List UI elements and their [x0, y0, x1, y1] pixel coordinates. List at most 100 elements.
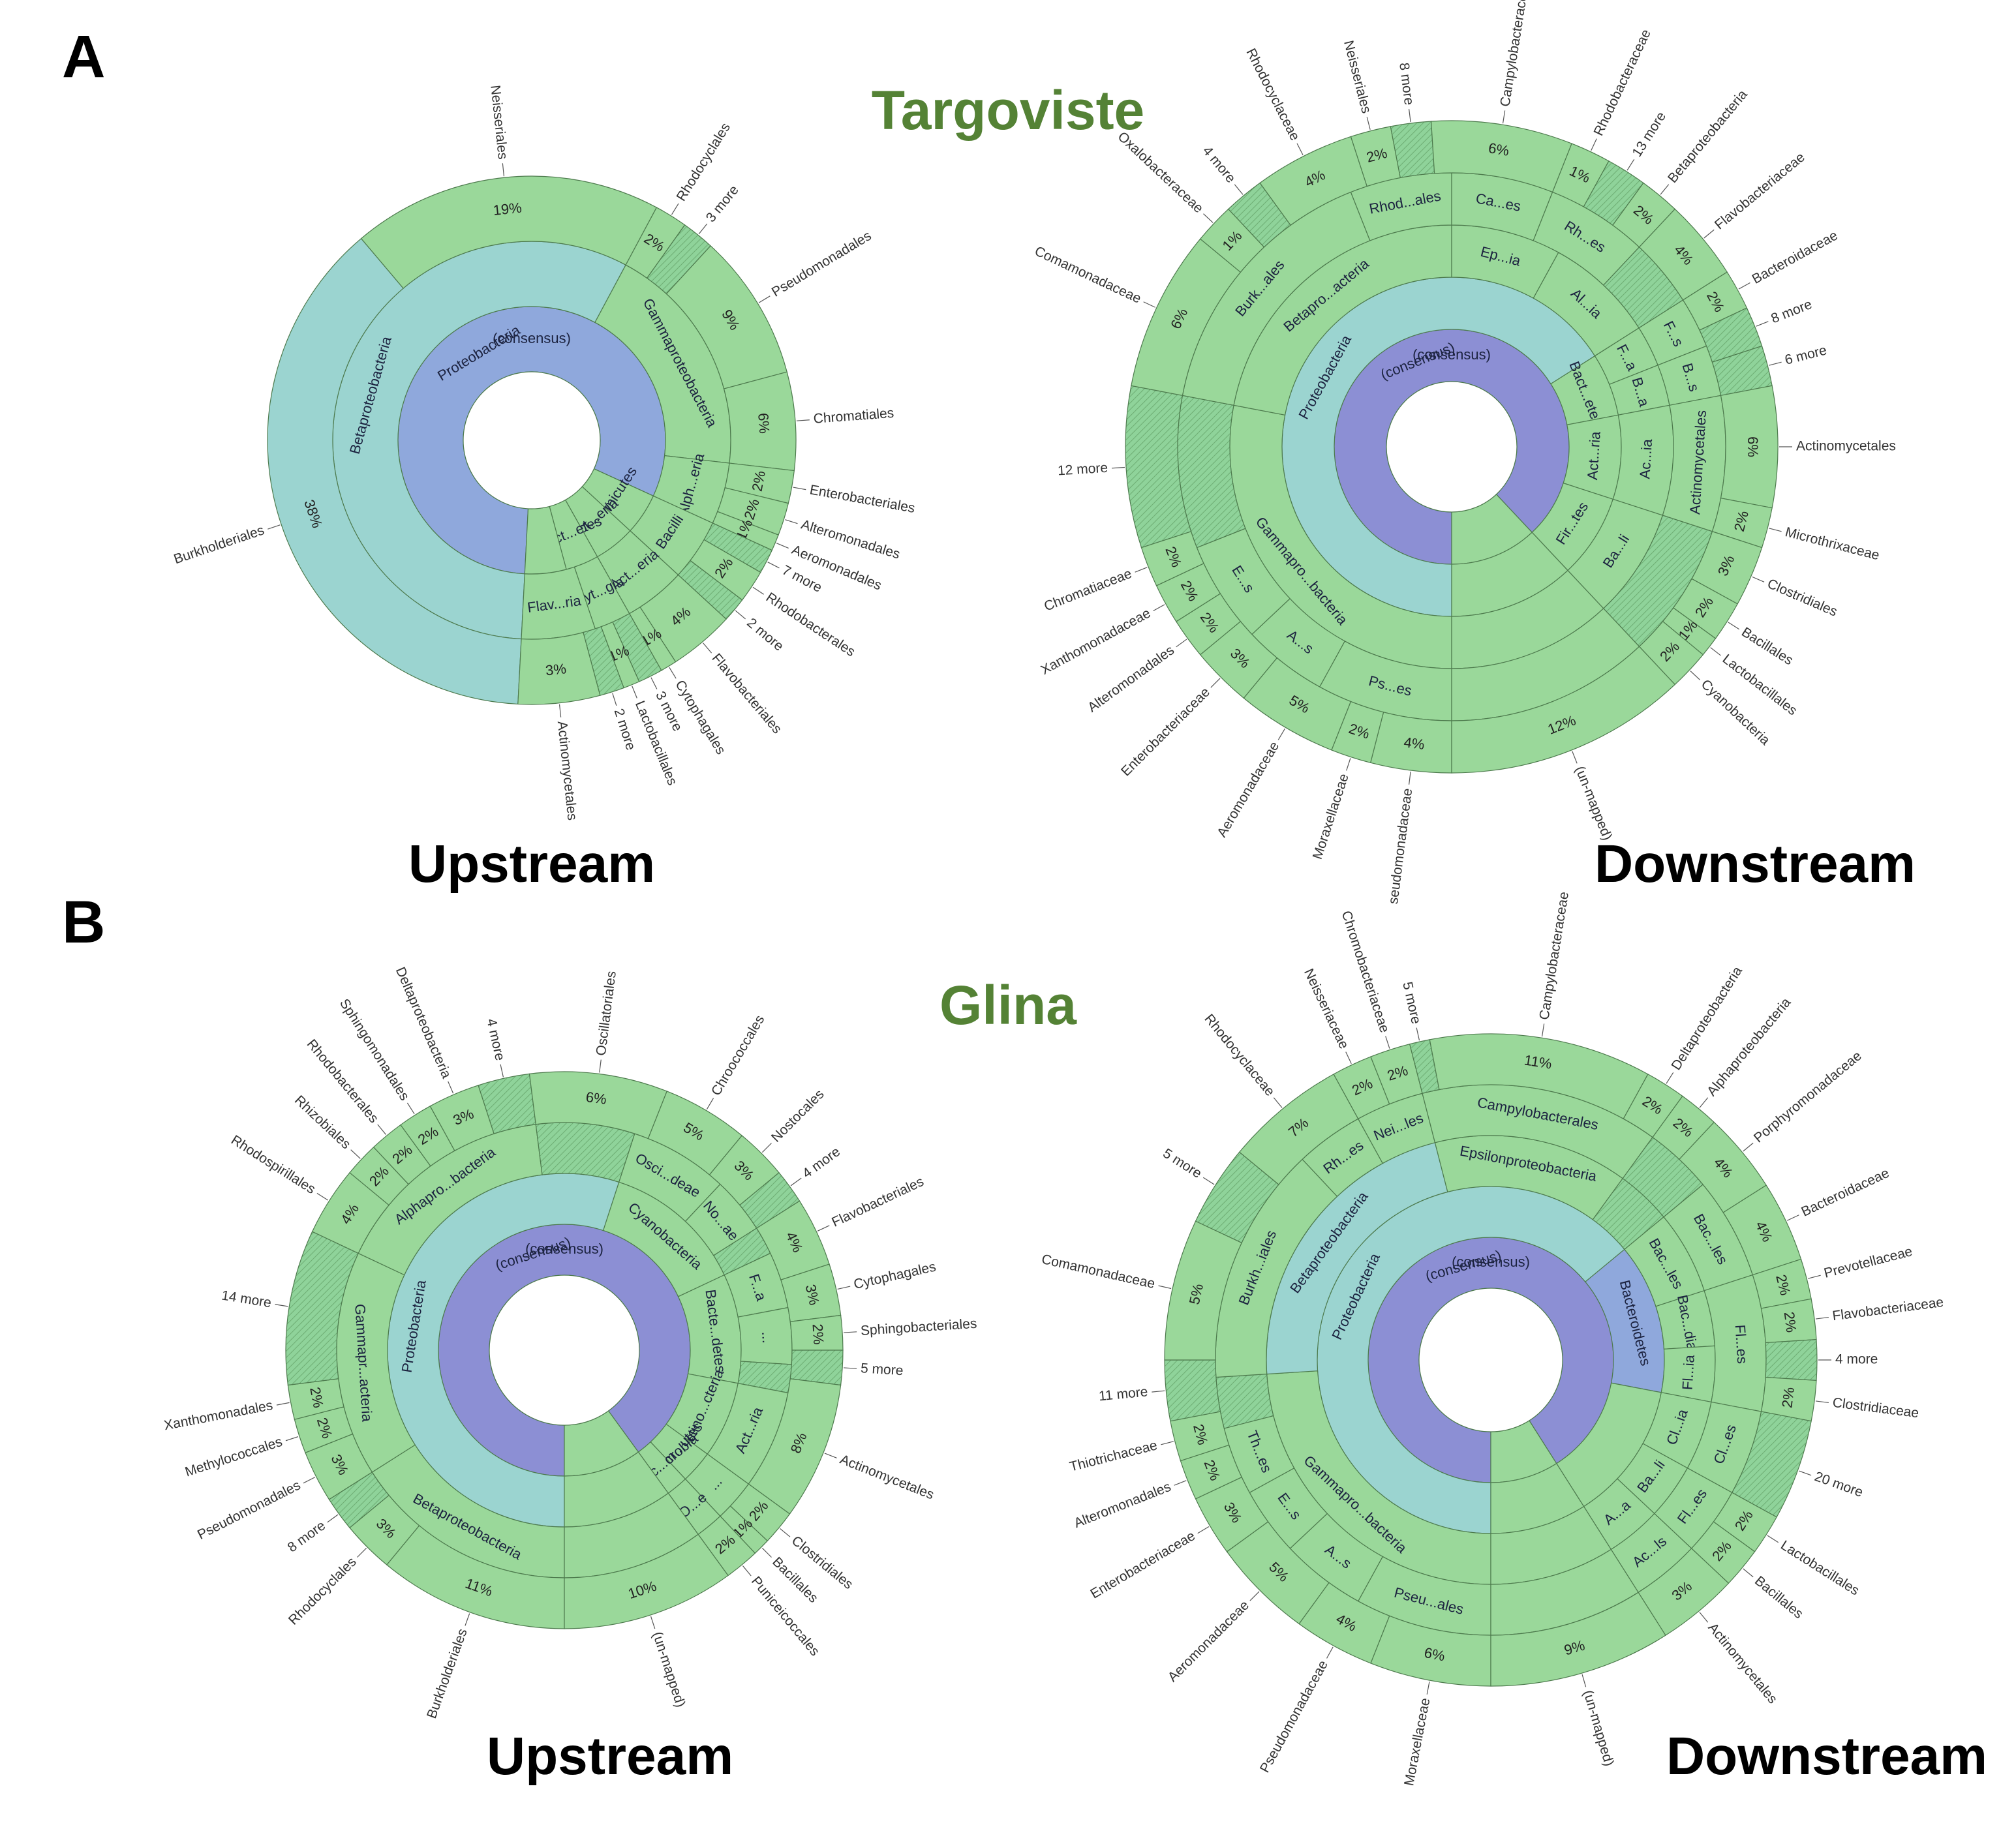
leader-line: [612, 693, 617, 706]
chart-title-b-downstream: Downstream: [1666, 1727, 1987, 1786]
taxon-label-5-more: 5 more: [860, 1361, 904, 1378]
taxon-label-methylococcales: Methylococcales: [183, 1434, 284, 1480]
ring-label-fl-es: Fl...es: [1732, 1324, 1751, 1364]
wedge-order-actinomycetales[interactable]: [517, 631, 601, 705]
leader-line: [1743, 1142, 1754, 1152]
taxon-label-2-more: 2 more: [744, 615, 786, 654]
wedge-order-burkholderiales[interactable]: [267, 237, 522, 705]
leader-line: [767, 562, 780, 569]
taxon-label-porphyromonadaceae: Porphyromonadaceae: [1751, 1048, 1865, 1145]
taxon-label-flavobacteriaceae: Flavobacteriaceae: [1831, 1295, 1944, 1323]
taxon-label-burkholderiales: Burkholderiales: [424, 1627, 470, 1721]
leader-line: [669, 667, 677, 679]
value-label-enterobacteriales: 2%: [749, 470, 769, 493]
taxon-label-xanthomonadales: Xanthomonadales: [162, 1398, 274, 1433]
leader-line: [1728, 622, 1740, 630]
taxon-label-prevotellaceae: Prevotellaceae: [1822, 1244, 1914, 1281]
taxon-label-chromobacteriaceae: Chromobacteriaceae: [1339, 909, 1392, 1035]
wedge-order-un-mapped[interactable]: [564, 1533, 729, 1629]
chart-title-a-downstream: Downstream: [1595, 834, 1916, 894]
taxon-label-2-more: 2 more: [611, 707, 639, 752]
leader-line: [1273, 1097, 1283, 1108]
wedge-class-segment[interactable]: [535, 1122, 635, 1183]
leader-line: [1769, 361, 1782, 366]
taxon-label-chromatiaceae: Chromatiaceae: [1042, 566, 1134, 614]
leader-line: [1756, 321, 1769, 327]
leader-line: [780, 1528, 791, 1537]
leader-line: [1176, 639, 1187, 648]
leader-line: [267, 524, 281, 530]
leader-line: [1408, 109, 1411, 123]
taxon-label-betaproteobacteria: Betaproteobacteria: [1665, 87, 1750, 186]
taxon-label-13-more: 13 more: [1629, 109, 1669, 159]
taxon-label-oscillatoriales: Oscillatoriales: [594, 970, 619, 1057]
taxon-label-deltaproteobacteria: Deltaproteobacteria: [393, 965, 454, 1081]
taxon-label-bacteroidaceae: Bacteroidaceae: [1750, 228, 1840, 286]
taxon-label-un-mapped: (un-mapped): [1580, 1689, 1617, 1768]
wedge-family-11-more[interactable]: [1164, 1359, 1221, 1422]
taxon-label-alteromonadales: Alteromonadales: [1072, 1479, 1173, 1531]
taxon-label-enterobacteriaceae: Enterobacteriaceae: [1118, 685, 1213, 779]
leader-line: [1174, 1480, 1187, 1486]
taxon-label-moraxellaceae: Moraxellaceae: [1401, 1697, 1433, 1787]
leader-line: [1158, 1285, 1172, 1290]
taxon-label-clostridiaceae: Clostridiaceae: [1832, 1395, 1920, 1421]
leader-line: [785, 519, 798, 524]
panel-letter-a: A: [62, 23, 105, 90]
taxon-label-enterobacteriales: Enterobacteriales: [808, 482, 916, 516]
taxon-label-14-more: 14 more: [221, 1288, 273, 1310]
ring-label-segment: ...: [759, 1331, 776, 1344]
taxon-label-rhodobacteraceae: Rhodobacteraceae: [1591, 27, 1654, 138]
leader-line: [698, 223, 708, 235]
value-label-actinomycetales: 6%: [1745, 436, 1761, 457]
leader-line: [761, 1143, 772, 1153]
leader-line: [1710, 647, 1721, 656]
taxon-label-8-more: 8 more: [1396, 62, 1416, 106]
leader-line: [650, 1616, 656, 1629]
taxon-label-chromatiales: Chromatiales: [813, 406, 894, 427]
taxon-label-bacillales: Bacillales: [1752, 1573, 1806, 1622]
taxon-label-pseudomonadales: Pseudomonadales: [769, 228, 874, 300]
leader-line: [632, 686, 637, 699]
leader-line: [1296, 143, 1304, 155]
leader-line: [1197, 1526, 1210, 1534]
wedge-family-un-mapped[interactable]: [1490, 1592, 1666, 1687]
taxon-label-burkholderiales: Burkholderiales: [172, 522, 266, 567]
taxon-label-rhizobiales: Rhizobiales: [292, 1093, 354, 1152]
leader-line: [650, 677, 658, 689]
taxon-label-5-more: 5 more: [1399, 980, 1424, 1025]
taxon-label-neisseriales: Neisseriales: [487, 84, 510, 160]
site-title-targoviste: Targoviste: [872, 80, 1145, 141]
leader-line: [1666, 1072, 1674, 1084]
leader-line: [1703, 229, 1715, 239]
wedge-family-un-mapped[interactable]: [1451, 646, 1676, 774]
leader-line: [1699, 1097, 1709, 1108]
taxon-label-4-more: 4 more: [483, 1017, 508, 1062]
leader-line: [844, 1331, 857, 1333]
leader-line: [276, 1402, 290, 1406]
leader-line: [776, 543, 789, 549]
value-label-sphingobacteriales: 2%: [809, 1323, 827, 1345]
leader-line: [817, 1225, 830, 1231]
value-label-flavobacteriaceae: 2%: [1781, 1311, 1800, 1334]
chart-title-b-upstream: Upstream: [487, 1727, 733, 1786]
taxon-label-bacteroidaceae: Bacteroidaceae: [1799, 1166, 1891, 1220]
consensus-label: (consensus): [493, 330, 571, 346]
consensus-label: (consensus): [525, 1241, 603, 1257]
taxon-label-pseudomonadales: Pseudomonadales: [195, 1477, 303, 1542]
center-hole: [463, 371, 601, 509]
ring-label-act-ria: Act...ria: [1584, 430, 1604, 481]
value-label-neisseriales: 19%: [493, 200, 523, 219]
taxon-label-un-mapped: (un-mapped): [650, 1630, 688, 1709]
leader-line: [1815, 1316, 1829, 1320]
leader-line: [1161, 1441, 1174, 1445]
leader-line: [285, 1436, 299, 1442]
leader-line: [327, 1514, 339, 1523]
value-label-xanthomonadales: 2%: [307, 1385, 327, 1409]
leader-line: [1591, 138, 1597, 151]
wedge-family-4-more[interactable]: [1765, 1338, 1818, 1382]
value-label-moraxellaceae: 6%: [1423, 1644, 1446, 1665]
taxon-label-flavobacteriales: Flavobacteriales: [829, 1174, 926, 1230]
center-hole: [1418, 1288, 1563, 1432]
taxon-label-enterobacteriaceae: Enterobacteriaceae: [1088, 1528, 1197, 1602]
